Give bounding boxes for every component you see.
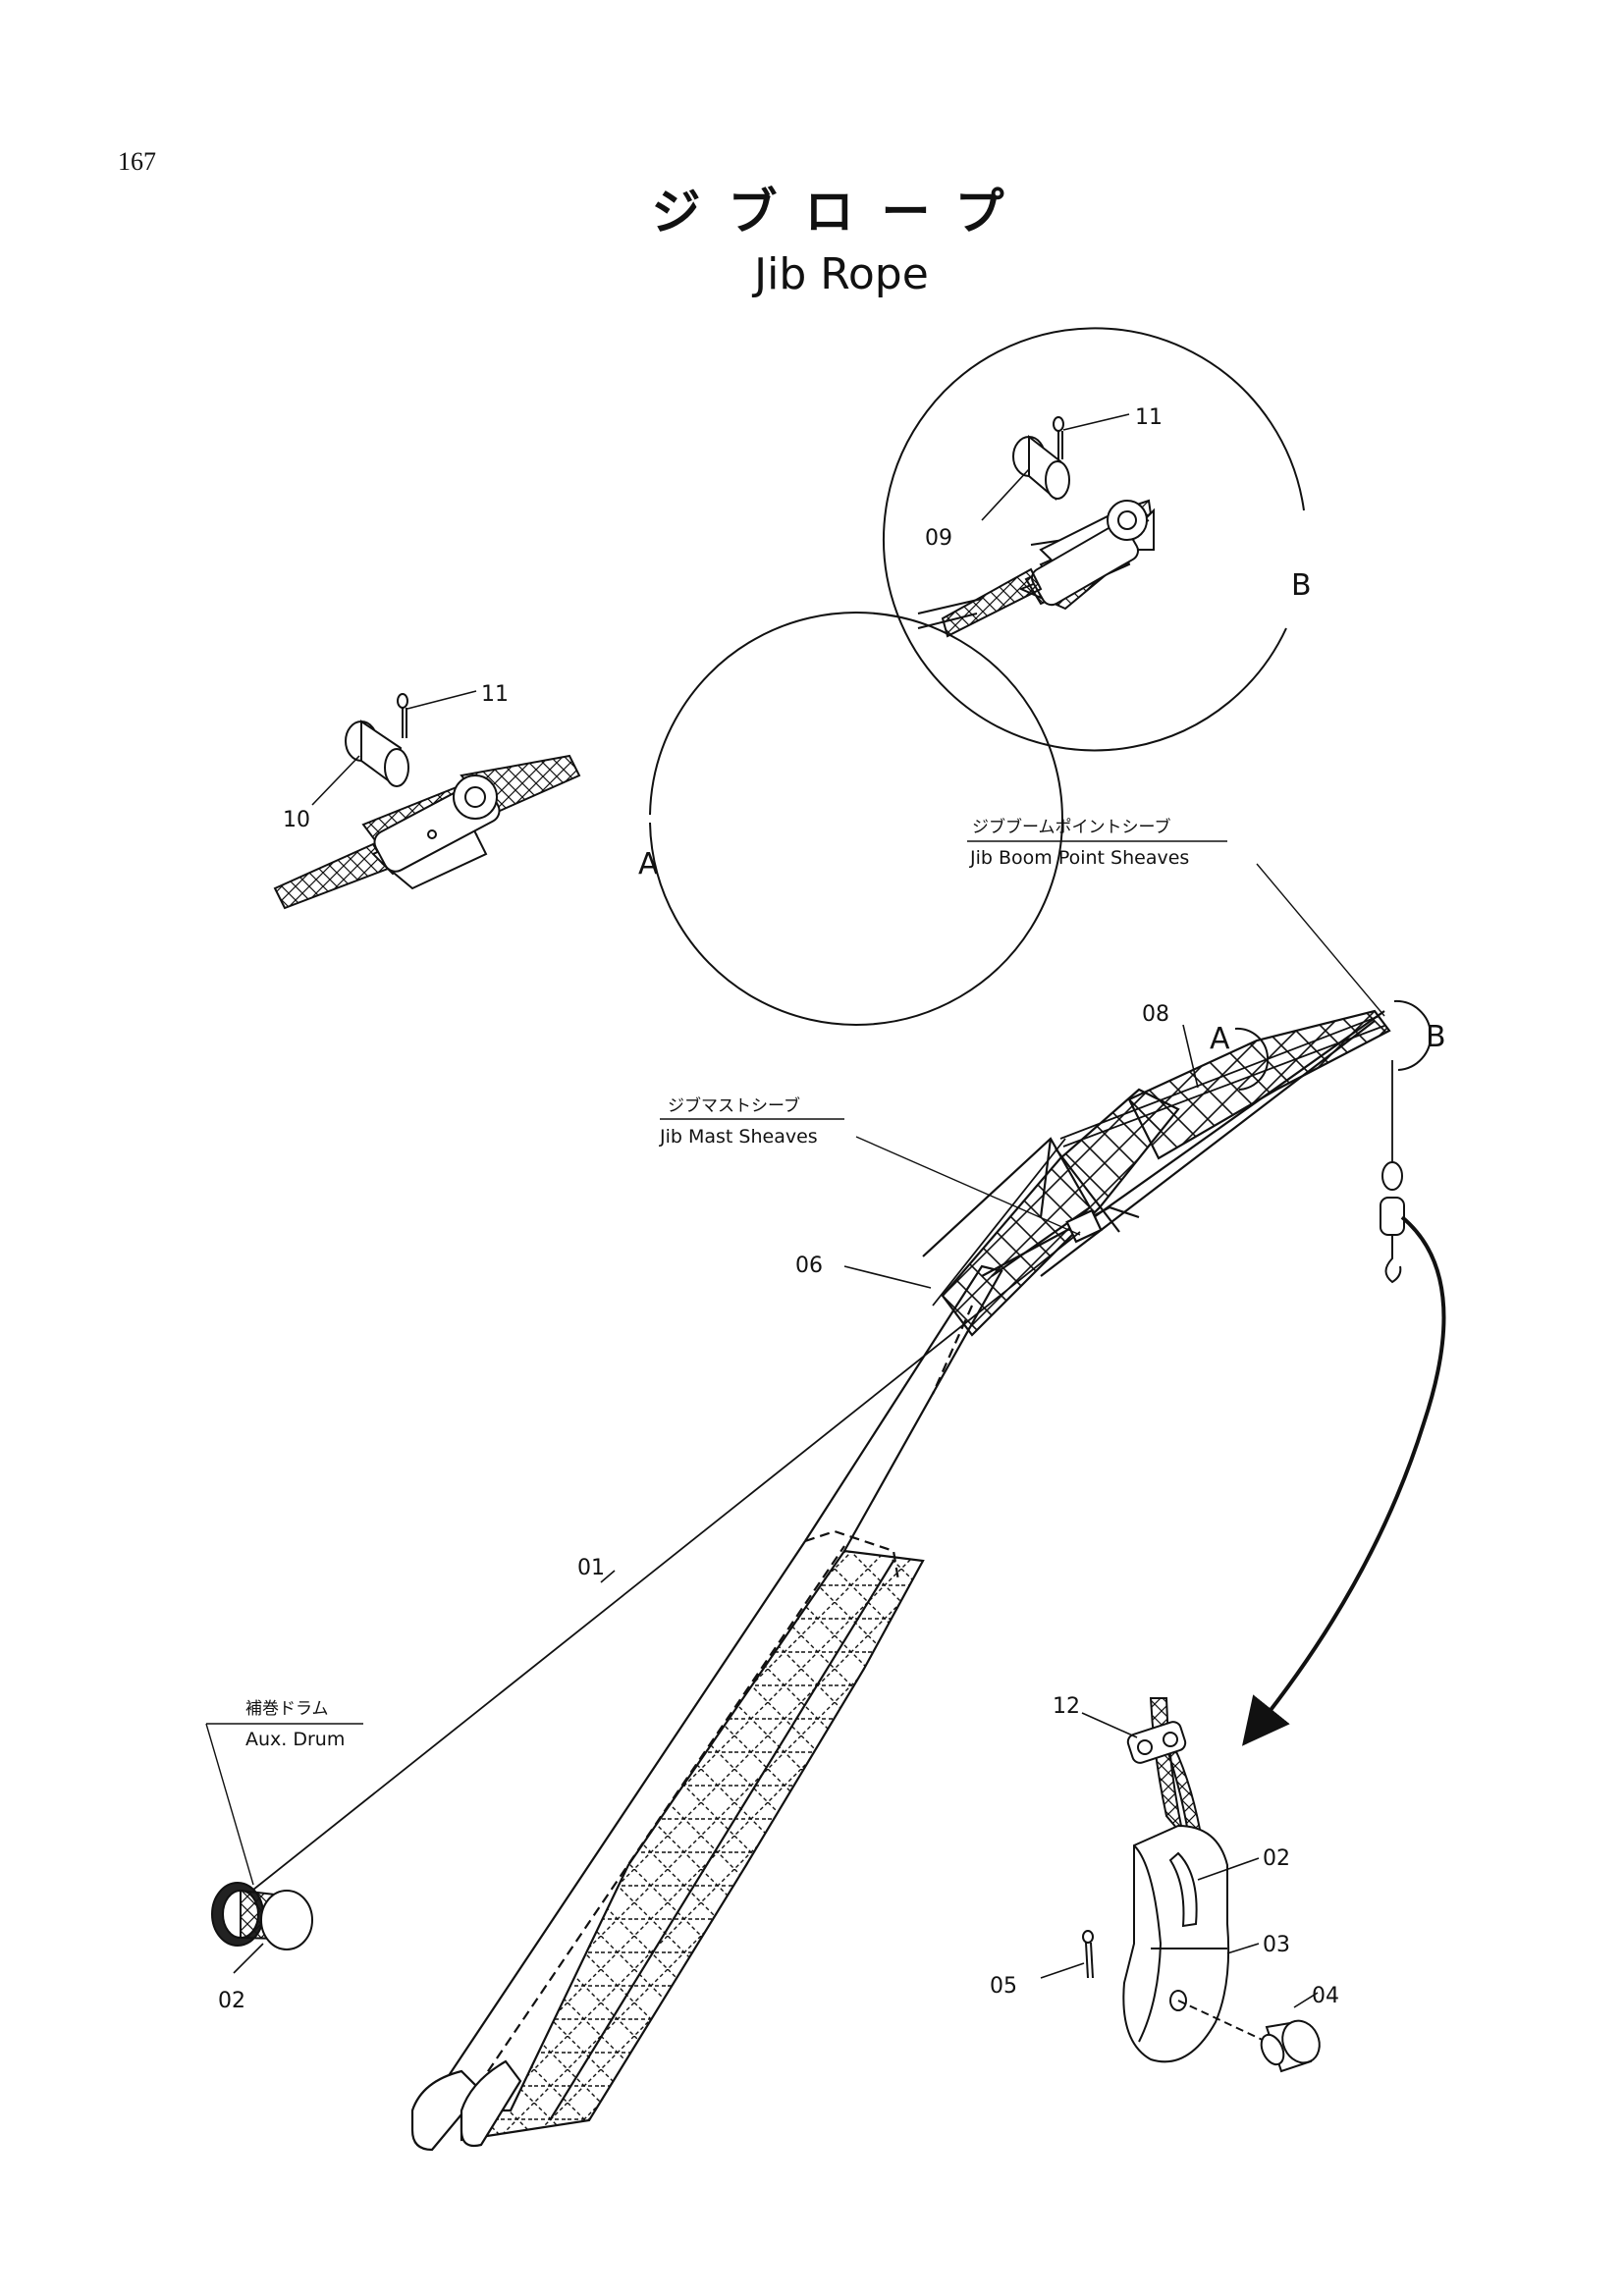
leader-02-drum (233, 1943, 264, 1974)
cotter-pin-11-a (397, 693, 408, 738)
pin-09 (1012, 434, 1070, 501)
svg-text:ジブマストシーブ: ジブマストシーブ (668, 1095, 800, 1116)
socket-body-03 (1122, 1824, 1230, 2063)
pin-04 (1260, 2019, 1321, 2073)
cotter-pin-11-b (1053, 416, 1064, 459)
leader-09 (981, 468, 1030, 521)
callout-09: 09 (925, 526, 952, 551)
svg-text:Jib Boom Point Sheaves: Jib Boom Point Sheaves (969, 847, 1189, 869)
callout-12: 12 (1053, 1694, 1080, 1719)
detail-a-marker-letter: A (1210, 1022, 1230, 1056)
jib-boom-point-sheaves-label: ジブブームポイントシーブ Jib Boom Point Sheaves (967, 817, 1385, 1017)
jib-mast (922, 1137, 1120, 1277)
page-number: 167 (118, 147, 156, 176)
callout-04: 04 (1312, 1984, 1339, 2008)
callout-06: 06 (795, 1254, 823, 1278)
lower-boom-lattice (460, 1549, 925, 2142)
leader-08 (1182, 1024, 1199, 1089)
title-japanese: ジブロープ (651, 184, 1032, 240)
reference-arrow (1242, 1215, 1446, 1746)
leader-06 (843, 1265, 932, 1289)
svg-text:Jib Mast Sheaves: Jib Mast Sheaves (659, 1126, 818, 1148)
callout-02-drum: 02 (218, 1989, 245, 2013)
page-title: ジブロープ Jib Rope (0, 173, 1624, 299)
main-boom (410, 1009, 1391, 2152)
rope-06 (932, 1138, 1066, 1307)
callout-11-detail-b: 11 (1135, 405, 1163, 430)
rope-08 (1059, 1015, 1380, 1140)
callout-10: 10 (283, 808, 310, 832)
leader-01 (600, 1570, 616, 1583)
boom-foot-right (460, 2059, 522, 2148)
socket-b (917, 499, 1156, 638)
main-callout-leaders (600, 1024, 1199, 1583)
callout-11-detail-a: 11 (481, 682, 509, 707)
detail-b-letter: B (1291, 568, 1312, 603)
leader-11-a (406, 690, 477, 710)
socket-a (273, 754, 581, 910)
aux-drum-label: 補巻ドラム Aux. Drum (205, 1699, 363, 1886)
detail-markers: A B (1210, 999, 1446, 1091)
svg-text:ジブブームポイントシーブ: ジブブームポイントシーブ (972, 817, 1170, 837)
wire-clip-12 (1126, 1721, 1187, 1764)
jib-lattice (1127, 1009, 1391, 1160)
rope-01 (252, 1231, 1081, 1891)
detail-a-letter: A (638, 847, 659, 881)
detail-b-marker-letter: B (1426, 1020, 1446, 1054)
callout-03: 03 (1263, 1933, 1290, 1957)
callout-02-wedge: 02 (1263, 1846, 1290, 1871)
pin-10 (345, 720, 409, 787)
leader-10 (311, 755, 360, 806)
upper-boom-lattice (941, 1088, 1180, 1337)
detail-b-circle (883, 327, 1305, 752)
svg-text:補巻ドラム: 補巻ドラム (245, 1699, 329, 1719)
detail-b-view: 11 09 B (883, 327, 1312, 752)
hook-block (1380, 1161, 1405, 1284)
detail-a-circle (649, 612, 1063, 1026)
socket-detail-leaders (1040, 1712, 1319, 2008)
leader-11-b (1062, 413, 1130, 431)
aux-drum (211, 1882, 313, 1950)
title-english: Jib Rope (754, 249, 929, 299)
callout-01: 01 (577, 1556, 605, 1580)
detail-a-view: 11 10 A (273, 612, 1063, 1026)
wedge-02 (1168, 1851, 1198, 1928)
jib-rope-lines (252, 1015, 1393, 1891)
jib-mast-sheaves-label: ジブマストシーブ Jib Mast Sheaves (659, 1095, 1081, 1236)
detail-a-marker (1234, 1027, 1269, 1091)
svg-text:Aux. Drum: Aux. Drum (245, 1729, 345, 1750)
callout-08: 08 (1142, 1002, 1169, 1027)
cotter-pin-05 (1082, 1930, 1094, 1979)
rope-socket-detail (1082, 1697, 1321, 2073)
callout-05: 05 (990, 1974, 1017, 1999)
detail-b-marker (1393, 999, 1433, 1071)
